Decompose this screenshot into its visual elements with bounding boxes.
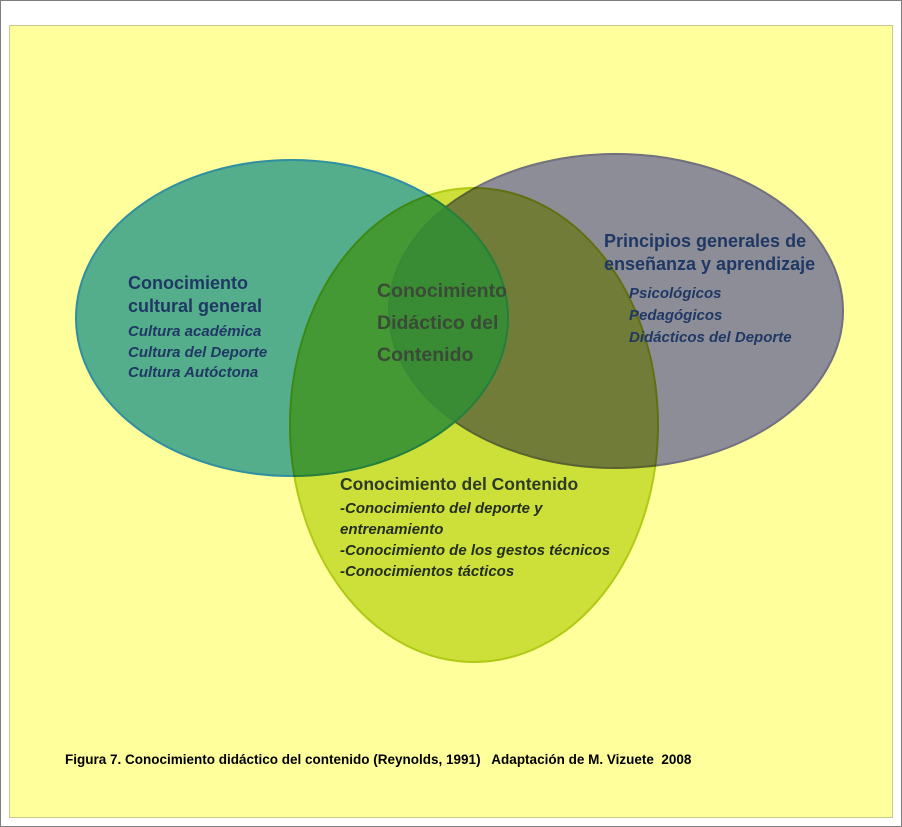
right-circle-item: Didácticos del Deporte [629,328,792,346]
left-circle-item: Cultura académica [128,323,262,340]
bottom-ellipse [289,187,659,663]
center-overlap-title: Conocimiento Didáctico del Contenido [377,280,507,367]
bottom-circle-title: Conocimiento del Contenido [340,474,579,494]
center-overlap-label: Conocimiento Didáctico del Contenido [377,275,537,372]
figure-caption: Figura 7. Conocimiento didáctico del con… [65,752,692,767]
bottom-circle-label: Conocimiento del Contenido -Conocimiento… [340,474,632,582]
right-circle-label: Principios generales de enseñanza y apre… [604,230,846,348]
bottom-circle-item: -Conocimientos tácticos [340,563,515,580]
right-circle-item: Pedagógicos [629,306,723,324]
bottom-circle-item: -Conocimiento del deporte y entrenamient… [340,500,543,538]
bottom-circle-items: -Conocimiento del deporte y entrenamient… [340,498,632,582]
left-circle-items: Cultura académica Cultura del Deporte Cu… [128,322,300,384]
left-circle-title: Conocimiento cultural general [128,273,263,316]
left-circle-label: Conocimiento cultural general Cultura ac… [128,272,300,384]
right-circle-title: Principios generales de enseñanza y apre… [604,231,816,275]
left-circle-item: Cultura Autóctona [128,364,259,382]
left-circle-item: Cultura del Deporte [128,343,268,361]
right-circle-items: Psicológicos Pedagógicos Didácticos del … [604,283,846,348]
right-circle-item: Psicológicos [629,285,722,303]
bottom-circle-item: -Conocimiento de los gestos técnicos [340,542,611,559]
